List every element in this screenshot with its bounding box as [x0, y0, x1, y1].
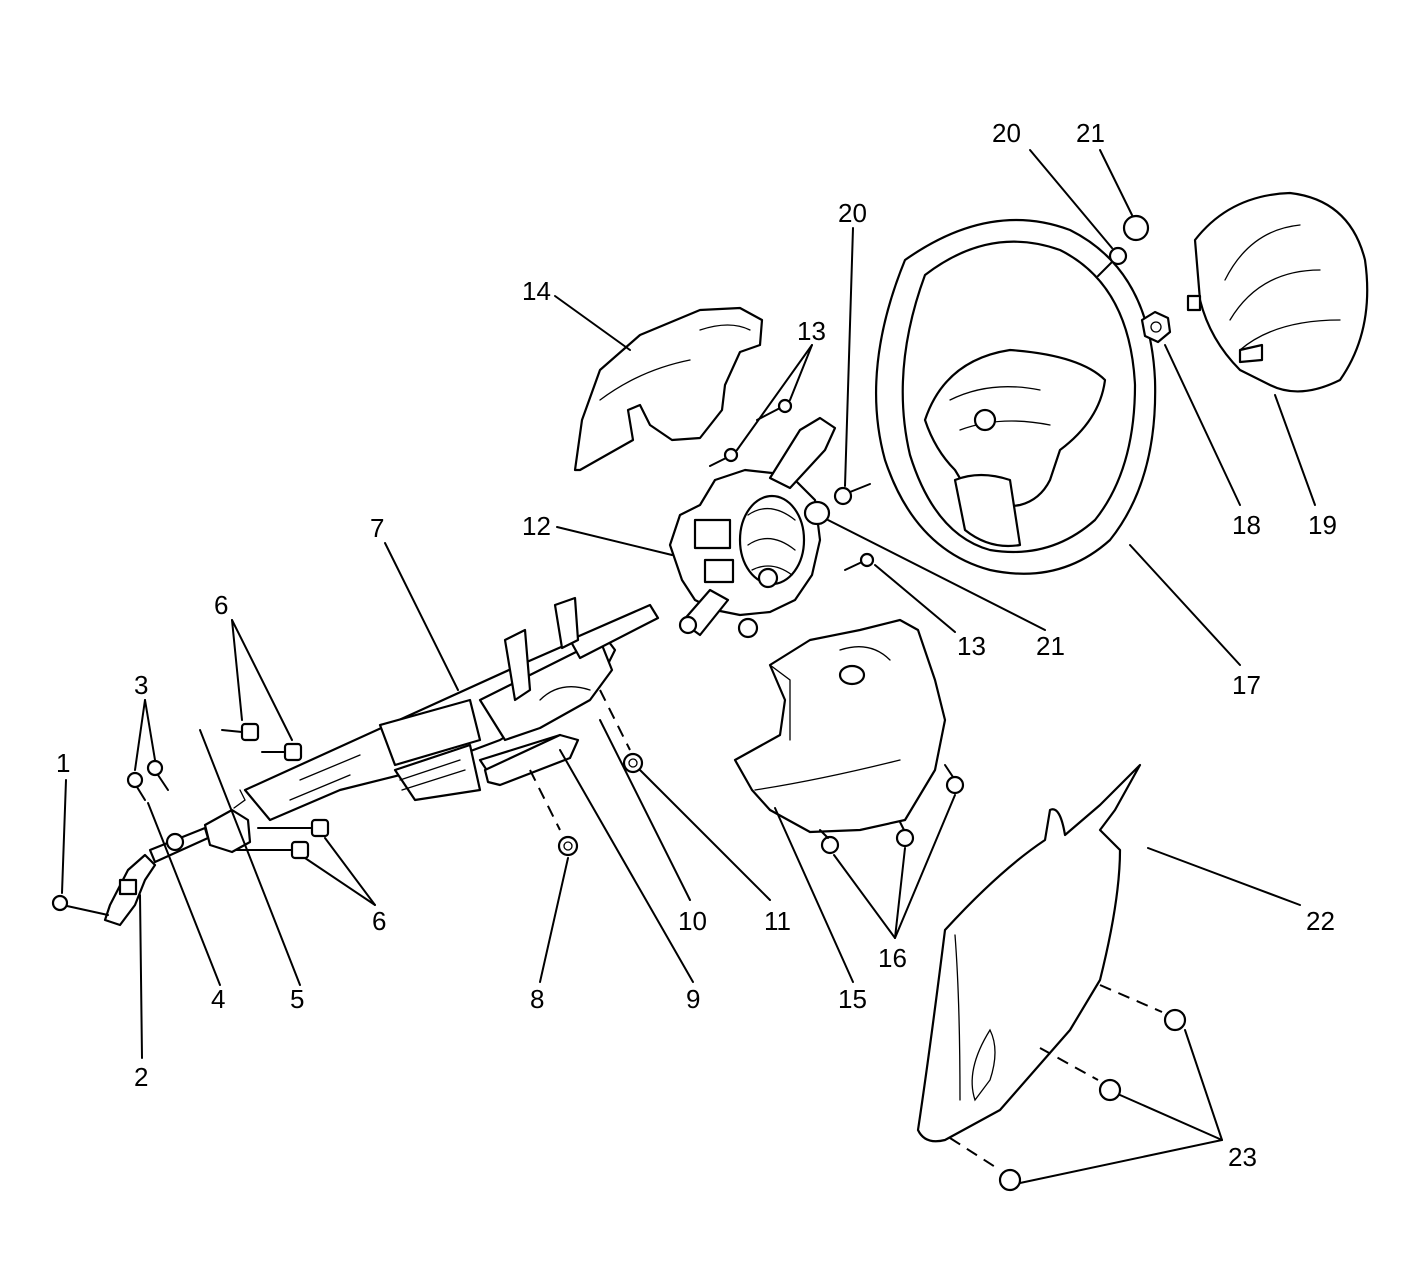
bolts-6-lower [227, 818, 330, 860]
callout-8: 8 [530, 984, 544, 1014]
nut-11 [599, 689, 644, 774]
knee-bolster-panel [916, 763, 1142, 1143]
callout-12: 12 [522, 511, 551, 541]
bolt-1 [51, 894, 109, 916]
cap-21-upper [1122, 214, 1150, 242]
callout-13a: 13 [797, 316, 826, 346]
screw-13-lower [844, 552, 875, 571]
bolt-20-center [833, 483, 871, 506]
callout-21b: 21 [1036, 631, 1065, 661]
callout-21a: 21 [1076, 118, 1105, 148]
screws-16 [819, 764, 965, 855]
callout-7: 7 [370, 513, 384, 543]
steering-wheel [875, 218, 1157, 575]
callout-6b: 6 [372, 906, 386, 936]
nut-18 [1140, 310, 1172, 344]
callout-22: 22 [1306, 906, 1335, 936]
callout-11: 11 [764, 906, 791, 936]
strap-10 [539, 686, 591, 701]
callout-19: 19 [1308, 510, 1337, 540]
universal-joint-2 [103, 853, 157, 927]
callout-10: 10 [678, 906, 707, 936]
callout-16: 16 [878, 943, 907, 973]
callout-4: 4 [211, 984, 225, 1014]
callout-14: 14 [522, 276, 551, 306]
callout-3: 3 [134, 670, 148, 700]
callout-2: 2 [134, 1062, 148, 1092]
callout-1: 1 [56, 748, 70, 778]
nut-8 [529, 769, 579, 857]
upper-column-cover [573, 306, 764, 472]
bolts-3 [126, 759, 169, 801]
callout-20b: 20 [992, 118, 1021, 148]
bolts-6-upper [221, 722, 303, 762]
callout-15: 15 [838, 984, 867, 1014]
combination-switch [668, 416, 837, 639]
bracket-9 [483, 733, 580, 787]
screws-23 [949, 984, 1187, 1192]
callout-13b: 13 [957, 631, 986, 661]
callout-labels: 1 2 3 4 5 6 6 7 8 9 10 11 12 13 13 14 15… [56, 118, 1337, 1172]
callout-18: 18 [1232, 510, 1261, 540]
leader-lines [61, 149, 1316, 1184]
steering-column [243, 596, 660, 822]
callout-9: 9 [686, 984, 700, 1014]
callout-23: 23 [1228, 1142, 1257, 1172]
lower-column-cover [733, 618, 947, 834]
callout-20a: 20 [838, 198, 867, 228]
airbag-module [1186, 191, 1369, 393]
joint-4 [165, 832, 185, 852]
plug-21-center [803, 500, 831, 526]
callout-17: 17 [1232, 670, 1261, 700]
bolt-20-upper [1097, 246, 1128, 277]
callout-5: 5 [290, 984, 304, 1014]
callout-6a: 6 [214, 590, 228, 620]
